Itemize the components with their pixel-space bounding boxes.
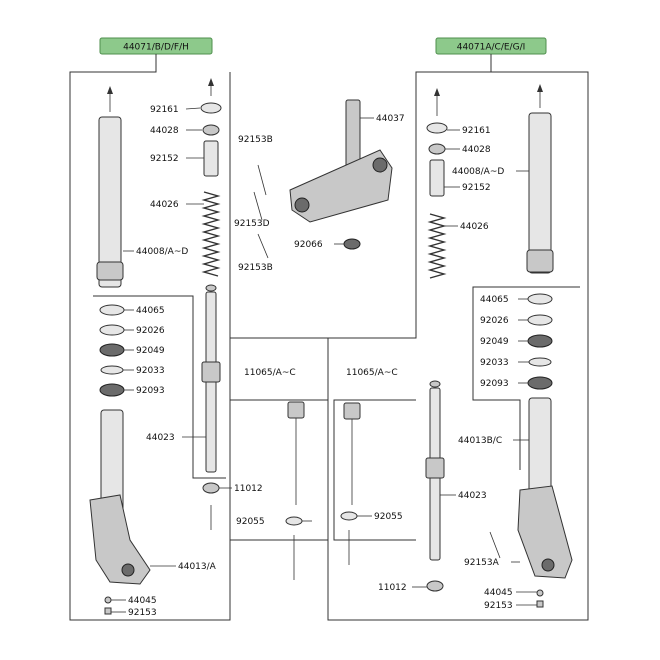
header-left: 44071/B/D/F/H xyxy=(99,37,213,55)
leader-lines xyxy=(111,107,537,613)
right-spring-44026 xyxy=(427,213,447,279)
label-44028-left: 44028 xyxy=(150,126,179,136)
part-labels: 92161 44028 92152 44026 44008/A~D 44065 … xyxy=(128,105,513,618)
label-92033-left: 92033 xyxy=(136,366,165,376)
label-44037: 44037 xyxy=(376,114,405,124)
right-part-44028 xyxy=(428,143,446,155)
label-44065-left: 44065 xyxy=(136,306,165,316)
right-spacer-92152 xyxy=(429,159,445,197)
label-92055-left: 92055 xyxy=(236,517,265,527)
label-44028-right: 44028 xyxy=(462,145,491,155)
left-inner-tube-44023 xyxy=(201,284,221,473)
label-11012-right: 11012 xyxy=(378,583,407,593)
label-92153d: 92153D xyxy=(234,219,270,229)
right-seal-92026 xyxy=(527,314,553,326)
label-11065-left: 11065/A~C xyxy=(244,368,296,378)
right-cap-92161 xyxy=(426,88,448,134)
right-inner-box xyxy=(472,286,580,470)
left-seal-92049 xyxy=(99,343,125,357)
label-92026-right: 92026 xyxy=(480,316,509,326)
left-seal-44065 xyxy=(99,304,125,316)
label-44013-right: 44013B/C xyxy=(458,436,502,446)
left-bolt-92153 xyxy=(104,607,112,615)
right-lower-leg-44013 xyxy=(517,397,573,579)
left-lower-leg-44013 xyxy=(89,409,151,585)
label-44008-right: 44008/A~D xyxy=(452,167,504,177)
left-fork-outer-tube xyxy=(96,86,124,288)
label-92055-right: 92055 xyxy=(374,512,403,522)
label-92026-left: 92026 xyxy=(136,326,165,336)
left-spring-44026 xyxy=(201,191,221,277)
right-inner-tube-44023 xyxy=(425,380,445,561)
left-seal-92093 xyxy=(99,383,125,397)
label-11012-left: 11012 xyxy=(234,484,263,494)
header-right-text: 44071A/C/E/G/I xyxy=(457,43,526,53)
left-clip-92033 xyxy=(100,365,124,375)
label-92161-left: 92161 xyxy=(150,105,179,115)
right-clip-92033 xyxy=(528,357,552,367)
label-92093-left: 92093 xyxy=(136,386,165,396)
part-92066 xyxy=(343,238,361,250)
right-part-11012 xyxy=(426,580,444,592)
right-fork-outer-tube xyxy=(526,84,554,274)
left-cartridge-box xyxy=(230,399,329,541)
triple-clamp-bolts xyxy=(253,164,269,259)
right-oring-92055 xyxy=(340,511,358,521)
label-92161-right: 92161 xyxy=(462,126,491,136)
label-44065-right: 44065 xyxy=(480,295,509,305)
label-44026-right: 44026 xyxy=(460,222,489,232)
label-44008-left: 44008/A~D xyxy=(136,247,188,257)
left-oring-92055 xyxy=(285,516,303,526)
triple-clamp-44037 xyxy=(289,99,393,223)
label-92033-right: 92033 xyxy=(480,358,509,368)
right-part-44045 xyxy=(536,589,544,597)
left-part-44045 xyxy=(104,596,112,604)
left-spacer-92152 xyxy=(203,140,219,177)
label-92049-left: 92049 xyxy=(136,346,165,356)
label-92093-right: 92093 xyxy=(480,379,509,389)
left-part-11012 xyxy=(202,482,220,494)
label-92153b-bottom: 92153B xyxy=(238,263,273,273)
right-cartridge-box xyxy=(333,399,416,541)
label-92153-left: 92153 xyxy=(128,608,157,618)
left-cartridge-11065 xyxy=(287,401,305,505)
right-bolt-92153a xyxy=(489,531,501,559)
label-92153-right: 92153 xyxy=(484,601,513,611)
label-44026-left: 44026 xyxy=(150,200,179,210)
header-right: 44071A/C/E/G/I xyxy=(435,37,547,55)
label-92049-right: 92049 xyxy=(480,337,509,347)
right-seal-92049 xyxy=(527,334,553,348)
left-inner-box xyxy=(93,295,226,479)
left-cap-92161 xyxy=(200,78,222,114)
header-left-text: 44071/B/D/F/H xyxy=(123,43,189,53)
right-seal-92093 xyxy=(527,376,553,390)
right-cartridge-11065 xyxy=(343,402,361,505)
label-44023-right: 44023 xyxy=(458,491,487,501)
label-92153a: 92153A xyxy=(464,558,500,568)
label-92066: 92066 xyxy=(294,240,323,250)
label-44045-right: 44045 xyxy=(484,588,513,598)
label-44023-left: 44023 xyxy=(146,433,175,443)
label-44045-left: 44045 xyxy=(128,596,157,606)
right-bolt-92153 xyxy=(536,600,544,608)
label-92153b-top: 92153B xyxy=(238,135,273,145)
label-11065-right: 11065/A~C xyxy=(346,368,398,378)
label-44013-left: 44013/A xyxy=(178,562,217,572)
left-seal-92026 xyxy=(99,324,125,336)
label-92152-right: 92152 xyxy=(462,183,491,193)
label-92152-left: 92152 xyxy=(150,154,179,164)
right-assembly-frame xyxy=(327,54,589,621)
right-seal-44065 xyxy=(527,293,553,305)
left-part-44028 xyxy=(202,124,220,136)
